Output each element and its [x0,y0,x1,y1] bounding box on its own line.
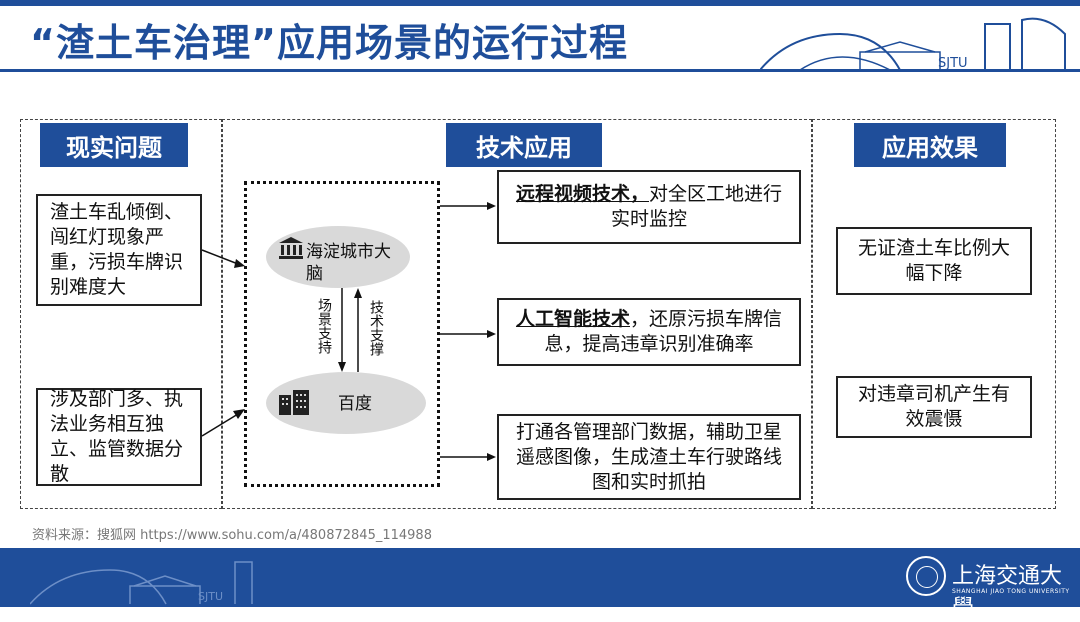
tech-rest-1: 对全区工地进行实时监控 [610,183,783,230]
footer-bar [0,548,1080,607]
baidu-ellipse [266,372,426,434]
tech-support-label: 技术支撑 [368,300,384,356]
platform-box [244,181,440,487]
effect-text-2: 对违章司机产生有效震慑 [857,383,1010,430]
title-underline [0,69,1080,72]
effect-box-2: 对违章司机产生有效震慑 [836,376,1032,438]
city-brain-label: 海淀城市大脑 [306,242,391,284]
effects-panel [812,119,1056,509]
tech-box-3: 打通各管理部门数据，辅助卫星遥感图像，生成渣土车行驶路线图和实时抓拍 [497,414,801,500]
problem-text-2: 涉及部门多、执法业务相互独立、监管数据分散 [50,388,184,485]
problem-box-1: 渣土车乱倾倒、闯红灯现象严重，污损车牌识别难度大 [36,194,202,306]
problems-panel [20,119,222,509]
problem-box-2: 涉及部门多、执法业务相互独立、监管数据分散 [36,388,202,486]
baidu-label: 百度 [338,394,372,414]
page-title: “渣土车治理”应用场景的运行过程 [30,21,628,65]
source-note: 资料来源：搜狐网 https://www.sohu.com/a/48087284… [32,528,432,543]
footer-gate-art: SJTU [30,561,253,605]
tech-box-2: 人工智能技术，还原污损车牌信息，提高违章识别准确率 [497,298,801,366]
effect-box-1: 无证渣土车比例大幅下降 [836,227,1032,295]
tech-highlight-2: 人工智能技术 [515,308,630,330]
problems-header: 现实问题 [40,123,188,167]
top-bar [0,0,1080,6]
tech-highlight-1: 远程视频技术， [515,183,649,205]
tech-text-2: 人工智能技术，还原污损车牌信息，提高违章识别准确率 [511,307,787,357]
tech-header: 技术应用 [446,123,602,167]
problem-text-1: 渣土车乱倾倒、闯红灯现象严重，污损车牌识别难度大 [50,201,184,298]
building-columns-icon [279,237,303,259]
scene-support-label: 场景支持 [316,298,332,354]
footer-mark-text: SJTU [198,590,223,603]
effect-text-1: 无证渣土车比例大幅下降 [857,237,1010,284]
logo-mark-text: SJTU [938,56,968,71]
support-arrows [338,288,362,372]
tech-rest-2: ，还原污损车牌信息，提高违章识别准确率 [544,308,783,355]
tech-text-1: 远程视频技术，对全区工地进行实时监控 [511,182,787,232]
tech-box-1: 远程视频技术，对全区工地进行实时监控 [497,170,801,244]
university-seal-icon [906,556,946,596]
office-buildings-icon [279,390,309,415]
flow-arrows [201,202,496,461]
tech-panel [222,119,812,509]
tech-text-3: 打通各管理部门数据，辅助卫星遥感图像，生成渣土车行驶路线图和实时抓拍 [515,420,782,493]
effects-header: 应用效果 [854,123,1006,167]
university-name-en: SHANGHAI JIAO TONG UNIVERSITY [952,588,1070,595]
